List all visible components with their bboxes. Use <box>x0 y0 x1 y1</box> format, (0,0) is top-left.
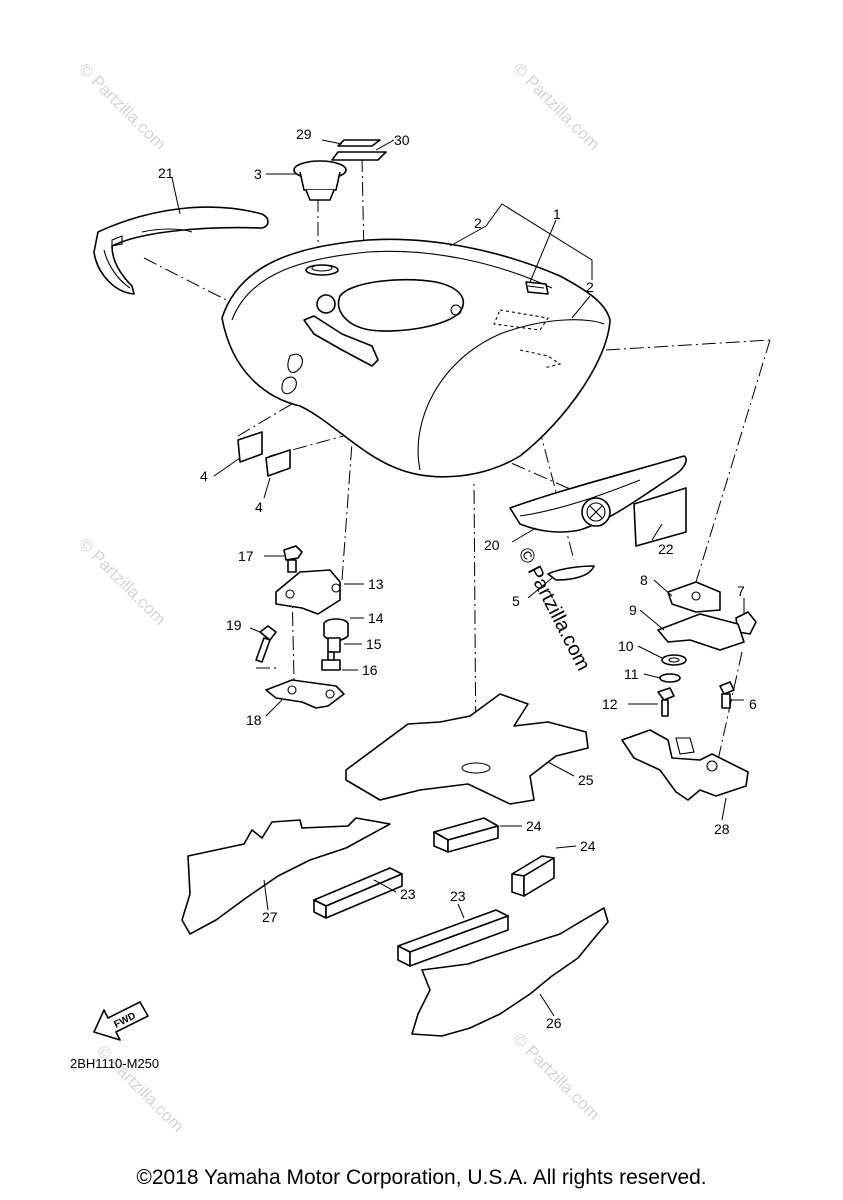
callout-10: 10 <box>618 638 634 654</box>
watermark-top-right: © Partzilla.com <box>509 59 603 153</box>
copyright-notice: ©2018 Yamaha Motor Corporation, U.S.A. A… <box>136 1166 707 1189</box>
callout-21: 21 <box>158 165 174 181</box>
part-24-block-left <box>433 817 499 853</box>
part-9-bracket <box>657 613 745 651</box>
callout-14: 14 <box>368 610 384 626</box>
part-27-side-pad <box>181 817 391 935</box>
part-10-washer <box>661 654 687 666</box>
callout-2: 2 <box>474 215 482 231</box>
callout-23: 23 <box>450 888 466 904</box>
callout-19: 19 <box>226 617 242 633</box>
part-28-bracket <box>621 729 749 801</box>
watermark-top-left: © Partzilla.com <box>75 59 169 153</box>
watermark-bottom-right: © Partzilla.com <box>509 1029 603 1123</box>
part-3-cap <box>293 160 347 201</box>
callout-2: 2 <box>586 279 594 295</box>
part-21-cover <box>93 206 269 295</box>
callout-4: 4 <box>255 499 263 515</box>
part-20-emblem <box>509 455 687 533</box>
part-15-collar <box>327 637 341 653</box>
part-14-grommet <box>323 618 349 642</box>
callout-4: 4 <box>200 468 208 484</box>
part-25-pad <box>345 693 589 805</box>
part-26-side-pad <box>411 907 609 1037</box>
callout-20: 20 <box>484 537 500 553</box>
part-6-bolt <box>719 681 735 709</box>
callout-7: 7 <box>737 583 745 599</box>
part-23-block-right <box>397 909 509 967</box>
watermark-center: © Partzilla.com <box>514 544 595 674</box>
callout-12: 12 <box>602 696 618 712</box>
callout-24: 24 <box>526 818 542 834</box>
callout-9: 9 <box>629 602 637 618</box>
callout-13: 13 <box>368 576 384 592</box>
part-22-decal <box>633 487 687 547</box>
callout-8: 8 <box>640 572 648 588</box>
fwd-arrow-icon: FWD <box>93 1001 149 1041</box>
callout-23: 23 <box>400 886 416 902</box>
part-12-bolt <box>657 687 675 717</box>
callout-22: 22 <box>658 541 674 557</box>
callout-26: 26 <box>546 1015 562 1031</box>
callout-3: 3 <box>254 166 262 182</box>
watermark-mid-left: © Partzilla.com <box>75 534 169 628</box>
callout-25: 25 <box>578 772 594 788</box>
callout-1: 1 <box>553 206 561 222</box>
part-29-30-labels <box>331 139 387 161</box>
callout-15: 15 <box>366 636 382 652</box>
callout-11: 11 <box>624 666 639 682</box>
part-5-strip <box>547 565 595 581</box>
callout-24: 24 <box>580 838 596 854</box>
part-13-bracket <box>275 569 341 615</box>
part-8-damper <box>667 581 721 613</box>
part-18-bracket <box>265 679 345 709</box>
callout-numbers: 1 2 2 3 29 30 21 4 4 5 6 7 8 9 10 11 12 … <box>158 126 757 1031</box>
callout-30: 30 <box>394 132 410 148</box>
callout-28: 28 <box>714 821 730 837</box>
callout-5: 5 <box>512 593 520 609</box>
part-1-tank <box>221 238 611 478</box>
callout-18: 18 <box>246 712 262 728</box>
part-11-washer <box>659 673 681 683</box>
part-4-pads <box>237 431 291 477</box>
leader-lines <box>171 139 745 1017</box>
part-17-bolt <box>283 545 303 573</box>
callout-6: 6 <box>749 696 757 712</box>
callout-29: 29 <box>296 126 312 142</box>
callout-16: 16 <box>362 662 378 678</box>
diagram-code: 2BH1110-M250 <box>70 1056 159 1071</box>
part-19-screw <box>255 625 277 663</box>
callout-17: 17 <box>238 548 254 564</box>
part-23-block-left <box>313 867 403 919</box>
part-16-bolt <box>321 651 341 671</box>
callout-27: 27 <box>262 909 278 925</box>
part-24-block-right <box>511 855 555 897</box>
